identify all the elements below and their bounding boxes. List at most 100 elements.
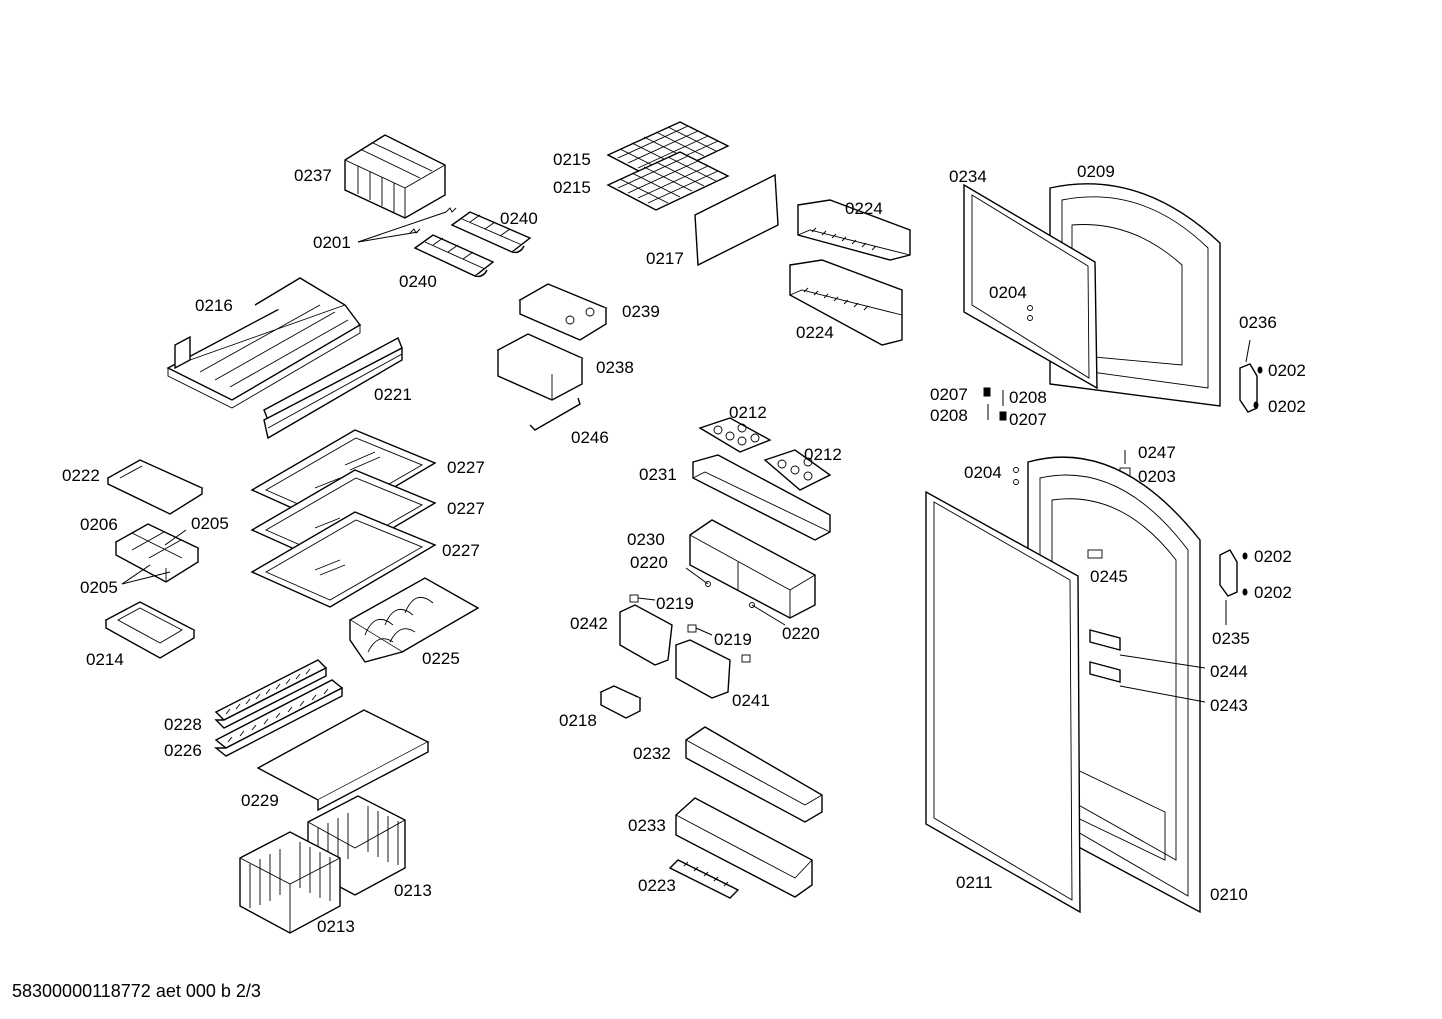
part-0245-illustration: [1087, 549, 1103, 559]
part-0215-lower-illustration: [606, 151, 730, 211]
callout-0212-upper: 0212: [729, 403, 767, 422]
part-0223-illustration: [668, 859, 740, 899]
callout-0214: 0214: [86, 650, 124, 669]
callout-0211: 0211: [956, 873, 993, 892]
callout-0218: 0218: [559, 711, 597, 730]
callout-0220-lower: 0220: [782, 624, 820, 643]
callout-0202-b: 0202: [1268, 397, 1306, 416]
callout-0205-upper: 0205: [191, 514, 229, 533]
callout-0234: 0234: [949, 167, 987, 186]
callout-0227-middle: 0227: [447, 499, 485, 518]
callout-0240-lower: 0240: [399, 272, 437, 291]
part-0221-illustration: [263, 337, 403, 440]
callout-0245: 0245: [1090, 567, 1128, 586]
callout-0230: 0230: [627, 530, 665, 549]
callout-0225: 0225: [422, 649, 460, 668]
callout-0224-lower: 0224: [796, 323, 834, 342]
part-0240-lower-illustration: [413, 234, 495, 278]
part-0216-illustration: [166, 277, 362, 409]
callout-0206: 0206: [80, 515, 118, 534]
part-0230-illustration: [689, 519, 816, 619]
callout-0213-front: 0213: [317, 917, 355, 936]
part-0225-illustration: [348, 577, 480, 663]
callout-0216: 0216: [195, 296, 233, 315]
part-0241-illustration: [675, 639, 731, 699]
part-0220-upper: [705, 581, 711, 587]
callout-0231: 0231: [639, 465, 677, 484]
part-0243-illustration: [1089, 661, 1121, 683]
part-0224-lower-illustration: [789, 259, 903, 346]
callout-0217: 0217: [646, 249, 684, 268]
callout-0232: 0232: [633, 744, 671, 763]
callout-0204-upper: 0204: [989, 283, 1027, 302]
callout-0247: 0247: [1138, 443, 1176, 462]
part-0202-lower-b: [1242, 588, 1248, 596]
callout-0219-lower: 0219: [714, 630, 752, 649]
callout-0237: 0237: [294, 166, 332, 185]
part-0235-illustration: [1219, 549, 1238, 597]
callout-0242: 0242: [570, 614, 608, 633]
part-0234-illustration: [963, 183, 1098, 390]
callout-0205-lower: 0205: [80, 578, 118, 597]
callout-0213-back: 0213: [394, 881, 432, 900]
part-0202-lower-a: [1242, 552, 1248, 560]
callout-0238: 0238: [596, 358, 634, 377]
callout-0224-upper: 0224: [845, 199, 883, 218]
callout-0202-a: 0202: [1268, 361, 1306, 380]
part-0238-illustration: [496, 333, 584, 401]
callout-0208-upper: 0208: [1009, 388, 1047, 407]
callout-0227-bottom: 0227: [442, 541, 480, 560]
part-0202-upper-a: [1257, 366, 1263, 374]
part-0239-illustration: [518, 283, 608, 341]
callout-0215-lower: 0215: [553, 178, 591, 197]
part-0219-lower-clip: [741, 654, 751, 663]
callout-0241: 0241: [732, 691, 770, 710]
callout-0246: 0246: [571, 428, 609, 447]
callout-0240-upper: 0240: [500, 209, 538, 228]
callout-0207-upper: 0207: [930, 385, 968, 404]
callout-0236: 0236: [1239, 313, 1277, 332]
part-0213-front-illustration: [239, 831, 341, 934]
callout-0223: 0223: [638, 876, 676, 895]
leader-lines: [121, 211, 1251, 703]
callout-0235: 0235: [1212, 629, 1250, 648]
part-0201-clip-upper: [445, 207, 457, 213]
part-0226-illustration: [214, 679, 344, 757]
part-0219-upper-clip: [629, 594, 639, 603]
part-0229-illustration: [256, 709, 430, 812]
callout-0204-lower: 0204: [964, 463, 1002, 482]
callout-0233: 0233: [628, 816, 666, 835]
part-0228-illustration: [214, 659, 328, 729]
part-0246-illustration: [529, 397, 581, 431]
callout-0209: 0209: [1077, 162, 1115, 181]
part-0220-lower: [749, 602, 755, 608]
callout-0215-upper: 0215: [553, 150, 591, 169]
part-0204-lower-b: [1013, 479, 1019, 485]
callout-0244: 0244: [1210, 662, 1248, 681]
callout-0210: 0210: [1210, 885, 1248, 904]
part-0237-illustration: [344, 134, 446, 219]
part-0212-lower-illustration: [763, 449, 832, 491]
callout-0207-lower: 0207: [1009, 410, 1047, 429]
part-0231-illustration: [692, 454, 831, 541]
callout-0243: 0243: [1210, 696, 1248, 715]
callout-0202-c: 0202: [1254, 547, 1292, 566]
part-0204-upper-b: [1027, 315, 1033, 321]
callout-0203: 0203: [1138, 467, 1176, 486]
document-reference-footer: 58300000118772 aet 000 b 2/3: [12, 981, 261, 1001]
part-0212-upper-illustration: [698, 417, 772, 453]
callout-0201: 0201: [313, 233, 351, 252]
part-0227-bottom-illustration: [250, 511, 437, 608]
part-0242-illustration: [619, 604, 673, 666]
part-0207-upper: [983, 387, 991, 397]
callout-0220-upper: 0220: [630, 553, 668, 572]
callout-0219-upper: 0219: [656, 594, 694, 613]
part-0204-upper-a: [1027, 305, 1033, 311]
callout-labels: 0237 0201 0240 0240 0216 0221 0222 0206 …: [62, 150, 1306, 936]
callout-0202-d: 0202: [1254, 583, 1292, 602]
part-0224-upper-illustration: [797, 199, 911, 261]
callout-0227-top: 0227: [447, 458, 485, 477]
callout-0226: 0226: [164, 741, 202, 760]
part-0219-mid-clip: [687, 624, 697, 633]
